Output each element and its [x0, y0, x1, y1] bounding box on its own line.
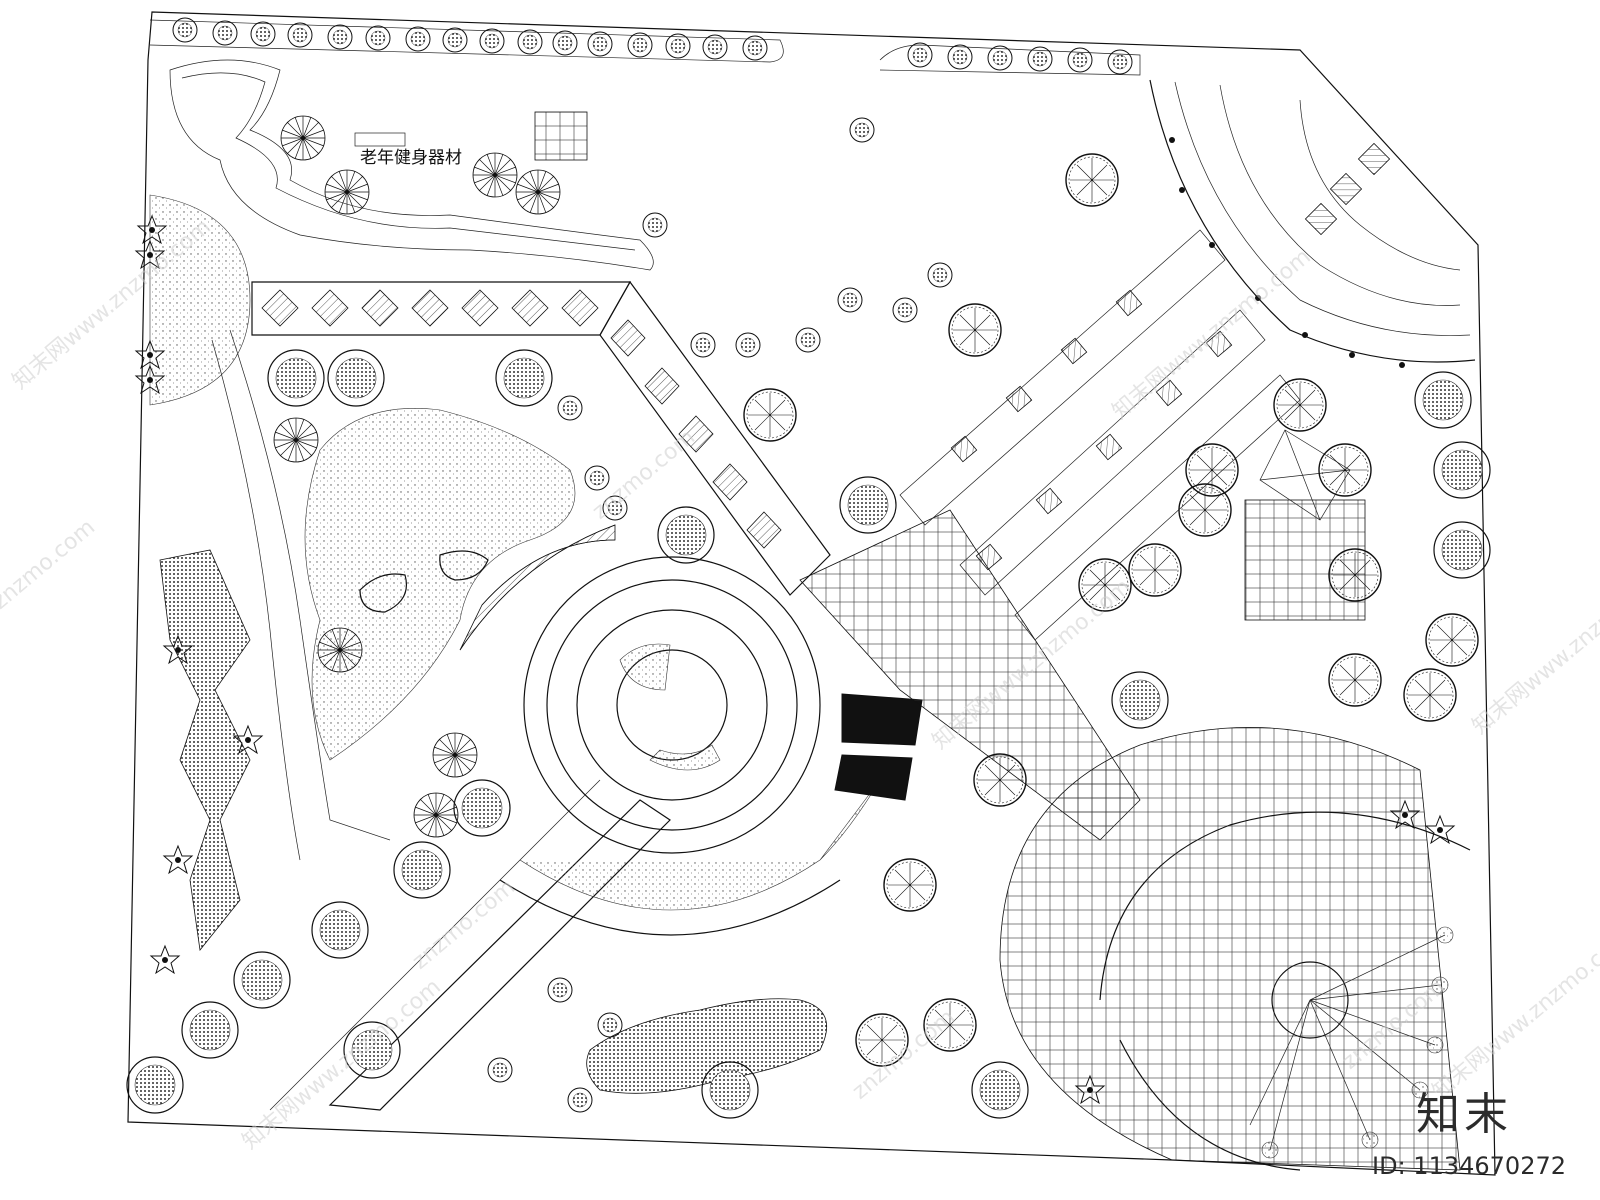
diamond-pattern [261, 289, 599, 327]
plaza-boardwalk-arc [459, 524, 616, 651]
diagonal-pavilion-band-2 [959, 309, 1266, 596]
fan-shaped-plaza [1149, 79, 1476, 368]
fitness-area-label: 老年健身器材 [360, 148, 462, 168]
diagonal-avenue [328, 799, 671, 1111]
bottom-rockery [586, 998, 828, 1094]
fitness-equipment-grid [534, 111, 588, 161]
svg-text:知末网www.znzmo.com: 知末网www.znzmo.com [1468, 559, 1600, 739]
rock-2 [439, 550, 489, 581]
central-circular-plaza [523, 556, 821, 854]
top-tree-row-left [149, 19, 784, 63]
svg-text:知末网www.znzmo.com: 知末网www.znzmo.com [238, 974, 446, 1154]
curved-path-left [229, 329, 391, 841]
right-roof-pavilion [1259, 429, 1351, 521]
radial-lamp-feature [1249, 926, 1454, 1159]
svg-text:znzmo.com: znzmo.com [0, 515, 100, 615]
pond [304, 408, 576, 761]
top-tree-row-right [879, 44, 1141, 76]
diagonal-diamond-pattern [610, 319, 782, 549]
bottom-right-circular-plaza [999, 726, 1471, 1171]
image-id-label: ID: 1134670272 [1372, 1152, 1566, 1180]
diagonal-diamond-strip [599, 280, 831, 596]
black-pool-upper [841, 693, 923, 746]
stream [169, 59, 654, 271]
radial-paving-band [519, 779, 881, 911]
diagonal-pavilion-band-1 [899, 229, 1226, 526]
left-semicircle-plaza [149, 194, 251, 406]
black-pool-lower [834, 754, 913, 801]
right-grid-pavilion [1244, 499, 1366, 621]
rock-1 [359, 573, 407, 613]
brand-watermark: 知末 [1416, 1089, 1512, 1140]
left-zigzag-planting [159, 549, 251, 951]
fitness-equipment [354, 132, 406, 147]
svg-text:znzmo.com: znzmo.com [588, 425, 700, 525]
top-row-trees [172, 17, 1133, 75]
